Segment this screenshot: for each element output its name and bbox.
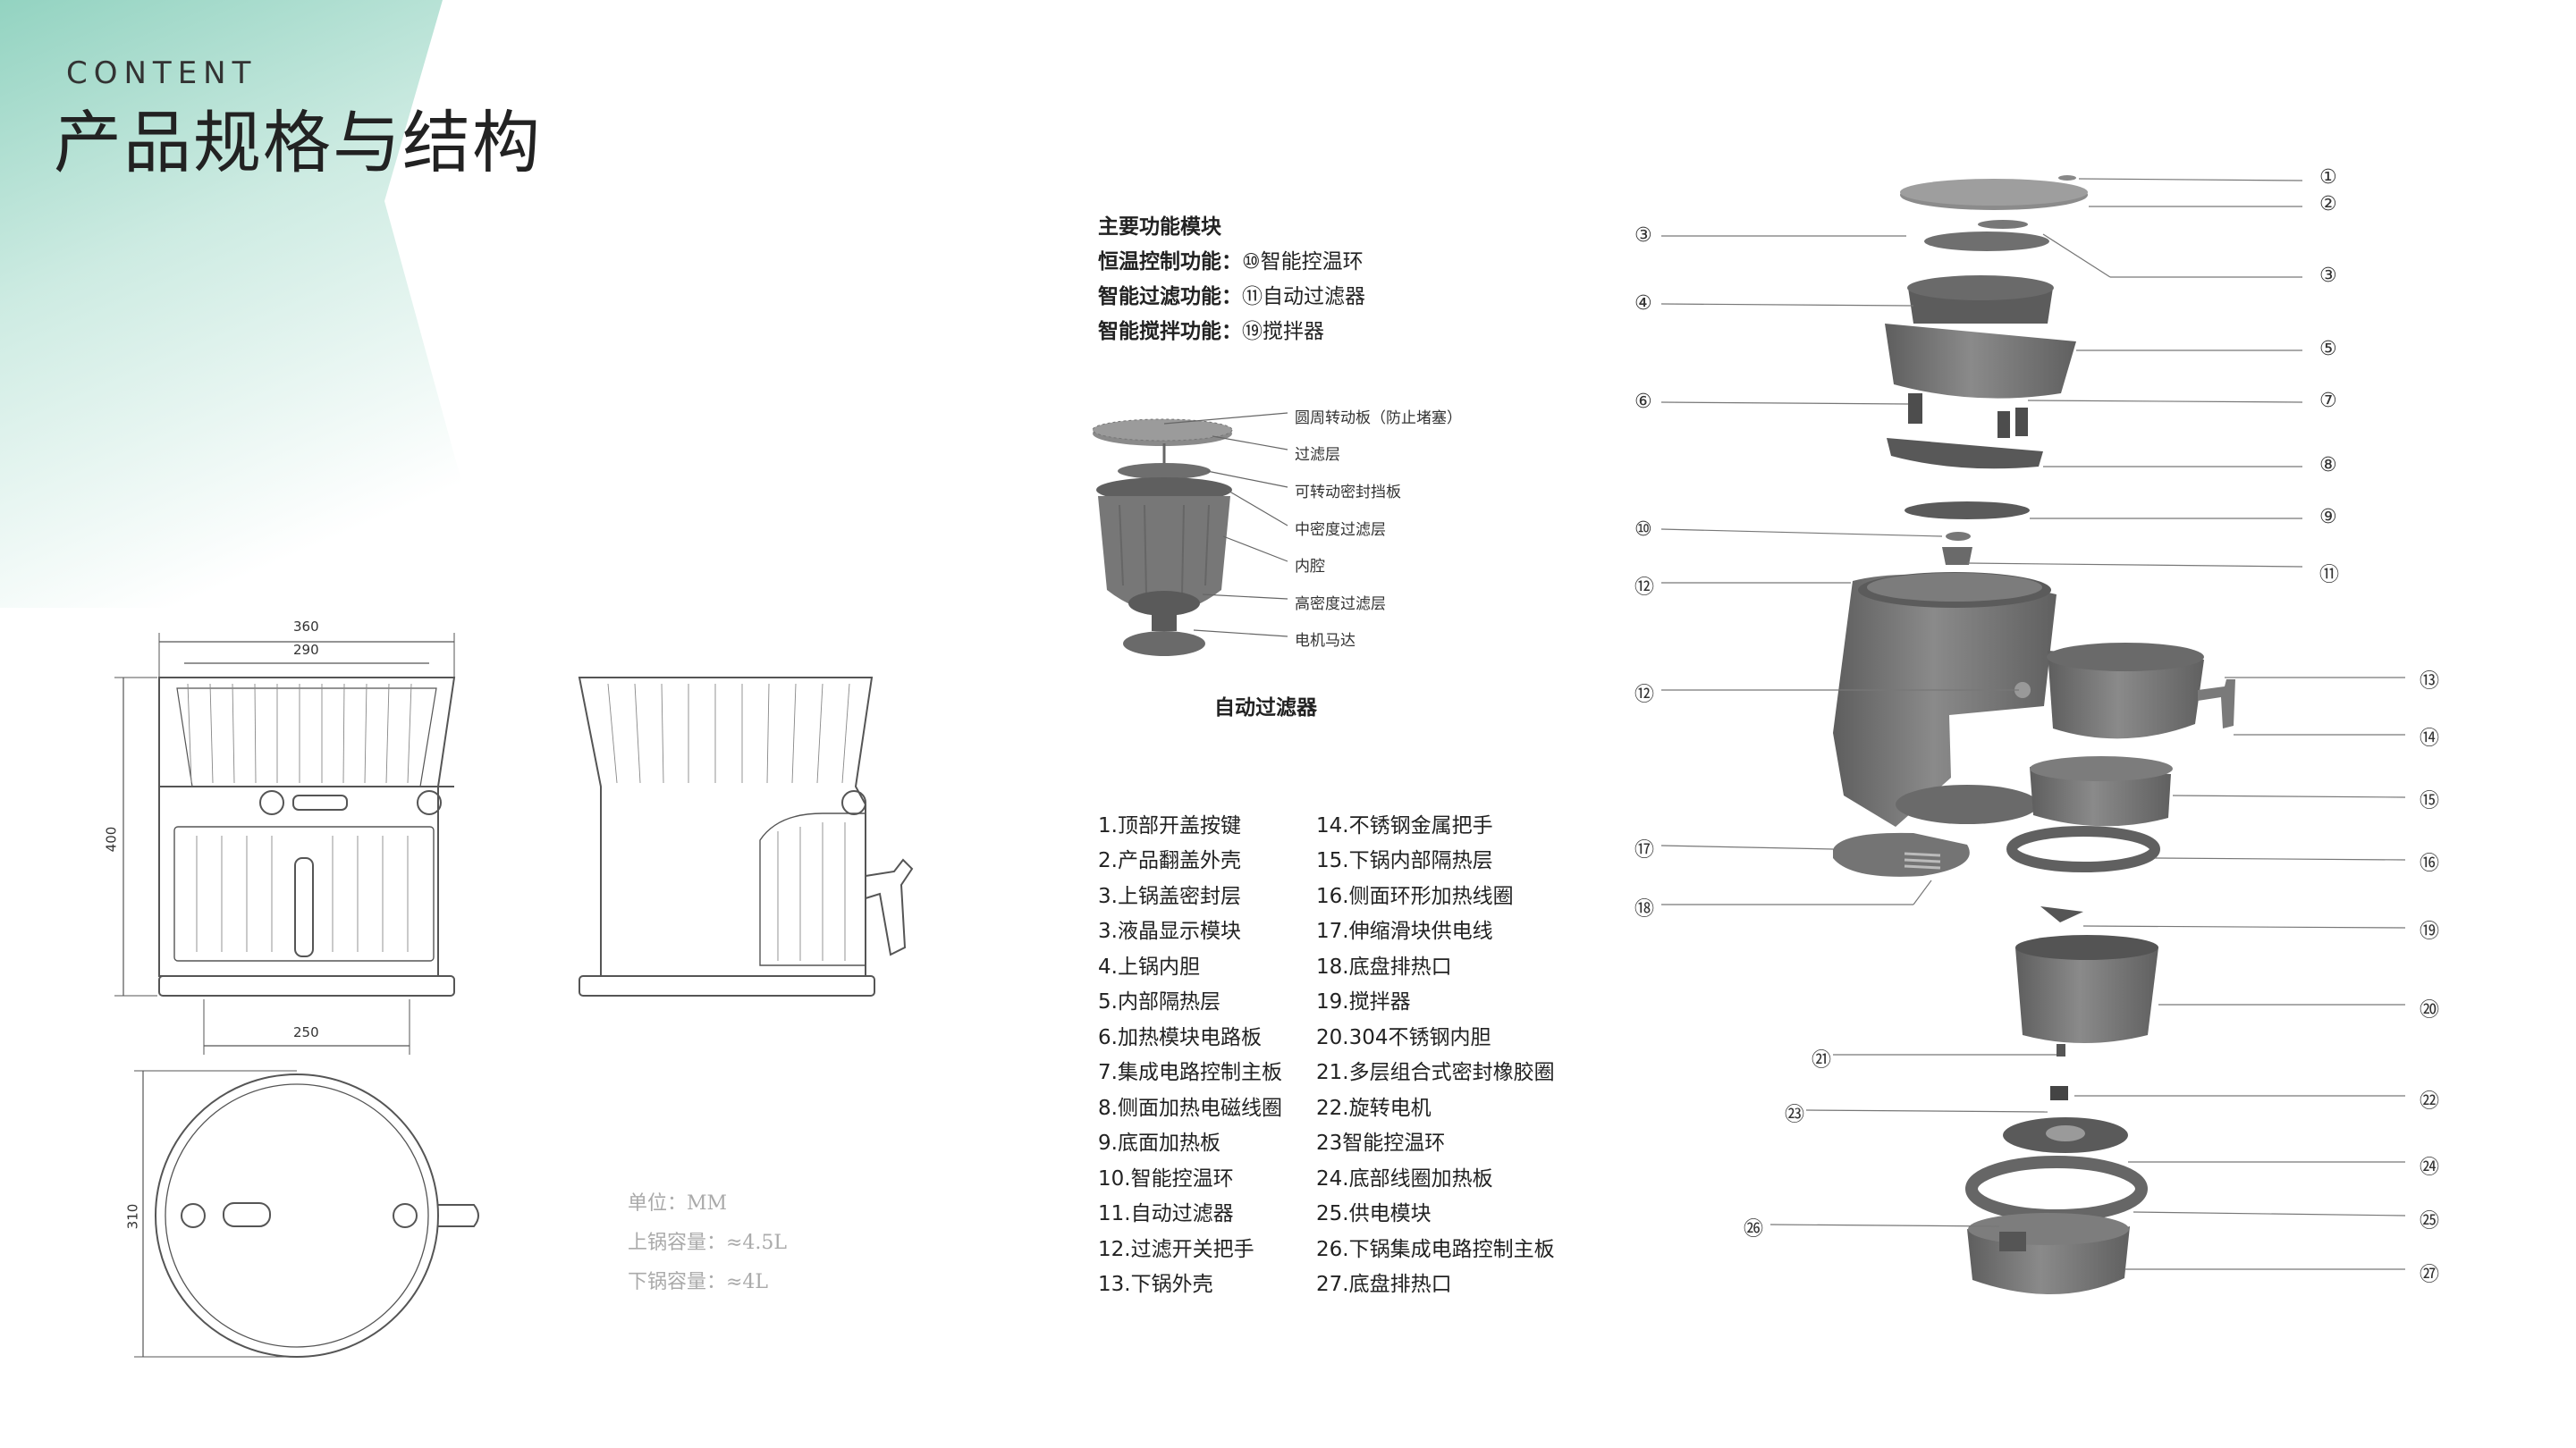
module-line-3: 智能搅拌功能：⑲搅拌器 bbox=[1098, 314, 1324, 344]
module-value: ⑲搅拌器 bbox=[1242, 320, 1324, 343]
side-view-drawing bbox=[578, 677, 914, 997]
filter-label-medium-density: 中密度过滤层 bbox=[1295, 521, 1386, 539]
parts-item: 6.加热模块电路板 bbox=[1098, 1026, 1262, 1049]
plan-view-drawing bbox=[134, 1070, 479, 1358]
module-value: ⑪自动过滤器 bbox=[1242, 285, 1365, 308]
callout-number: ㉑ bbox=[1812, 1049, 1832, 1072]
parts-item: 11.自动过滤器 bbox=[1098, 1202, 1234, 1225]
callout-number: ㉕ bbox=[2420, 1210, 2440, 1233]
callout-number: ⑧ bbox=[2319, 454, 2337, 476]
dimension-base-width: 250 bbox=[293, 1024, 319, 1040]
callout-leader-lines bbox=[1660, 178, 2406, 1270]
module-label: 恒温控制功能： bbox=[1098, 250, 1242, 274]
callout-number: ⑫ bbox=[1634, 684, 1655, 706]
parts-item: 23智能控温环 bbox=[1316, 1132, 1446, 1155]
filter-label-motor: 电机马达 bbox=[1295, 632, 1356, 650]
callout-number: ③ bbox=[1634, 224, 1652, 247]
callout-number: ㉗ bbox=[2420, 1264, 2440, 1286]
callout-number: ① bbox=[2319, 166, 2337, 189]
callout-number: ⑳ bbox=[2420, 999, 2440, 1022]
parts-item: 3.液晶显示模块 bbox=[1098, 920, 1241, 943]
parts-item: 18.底盘排热口 bbox=[1316, 956, 1452, 979]
section-eyebrow: CONTENT bbox=[66, 55, 258, 91]
parts-item: 13.下锅外壳 bbox=[1098, 1273, 1213, 1296]
callout-number: ㉒ bbox=[2420, 1090, 2440, 1113]
parts-item: 20.304不锈钢内胆 bbox=[1316, 1026, 1491, 1049]
filter-label-high-density: 高密度过滤层 bbox=[1295, 595, 1386, 613]
module-line-1: 恒温控制功能：⑩智能控温环 bbox=[1098, 244, 1364, 274]
filter-label-filter-layer: 过滤层 bbox=[1295, 446, 1340, 464]
callout-number: ⑥ bbox=[1634, 391, 1652, 413]
module-value: ⑩智能控温环 bbox=[1242, 250, 1364, 274]
parts-item: 10.智能控温环 bbox=[1098, 1167, 1234, 1191]
parts-item: 17.伸缩滑块供电线 bbox=[1316, 920, 1493, 943]
parts-item: 19.搅拌器 bbox=[1316, 990, 1411, 1014]
parts-item: 7.集成电路控制主板 bbox=[1098, 1061, 1282, 1084]
parts-item: 16.侧面环形加热线圈 bbox=[1316, 885, 1514, 908]
callout-number: ⑬ bbox=[2420, 670, 2440, 693]
parts-item: 24.底部线圈加热板 bbox=[1316, 1167, 1493, 1191]
parts-item: 12.过滤开关把手 bbox=[1098, 1238, 1254, 1261]
spec-lower-capacity: 下锅容量：≈4L bbox=[628, 1271, 769, 1293]
spec-upper-capacity: 上锅容量：≈4.5L bbox=[628, 1232, 788, 1254]
parts-item: 21.多层组合式密封橡胶圈 bbox=[1316, 1061, 1555, 1084]
parts-item: 8.侧面加热电磁线圈 bbox=[1098, 1097, 1282, 1120]
callout-number: ㉓ bbox=[1785, 1104, 1805, 1126]
dimension-inner-width: 290 bbox=[293, 642, 319, 658]
parts-item: 9.底面加热板 bbox=[1098, 1132, 1220, 1155]
callout-number: ⑰ bbox=[1634, 839, 1655, 862]
filter-caption: 自动过滤器 bbox=[1214, 696, 1317, 720]
callout-number: ⑤ bbox=[2319, 338, 2337, 360]
modules-title: 主要功能模块 bbox=[1098, 215, 1221, 239]
callout-number: ③ bbox=[2319, 265, 2337, 287]
parts-item: 3.上锅盖密封层 bbox=[1098, 885, 1241, 908]
parts-item: 26.下锅集成电路控制主板 bbox=[1316, 1238, 1555, 1261]
parts-item: 22.旋转电机 bbox=[1316, 1097, 1432, 1120]
filter-leader-lines bbox=[1163, 412, 1288, 637]
callout-number: ⑫ bbox=[1634, 577, 1655, 599]
callout-number: ⑯ bbox=[2420, 853, 2440, 875]
filter-label-rotating-plate: 圆周转动板（防止堵塞） bbox=[1295, 409, 1462, 427]
parts-item: 5.内部隔热层 bbox=[1098, 990, 1220, 1014]
spec-unit: 单位：MM bbox=[628, 1192, 728, 1215]
parts-item: 15.下锅内部隔热层 bbox=[1316, 849, 1493, 872]
callout-number: ⑪ bbox=[2319, 564, 2340, 586]
callout-number: ⑦ bbox=[2319, 390, 2337, 412]
parts-item: 27.底盘排热口 bbox=[1316, 1273, 1452, 1296]
callout-number: ④ bbox=[1634, 292, 1652, 315]
callout-number: ⑩ bbox=[1634, 518, 1652, 541]
module-label: 智能搅拌功能： bbox=[1098, 320, 1242, 343]
page-title: 产品规格与结构 bbox=[54, 103, 542, 182]
front-view-drawing bbox=[114, 633, 456, 1055]
parts-item: 2.产品翻盖外壳 bbox=[1098, 849, 1241, 872]
callout-number: ⑮ bbox=[2420, 790, 2440, 812]
parts-item: 1.顶部开盖按键 bbox=[1098, 814, 1241, 838]
callout-number: ② bbox=[2319, 193, 2337, 215]
module-label: 智能过滤功能： bbox=[1098, 285, 1242, 308]
filter-assembly bbox=[1092, 418, 1233, 656]
callout-number: ㉔ bbox=[2420, 1157, 2440, 1179]
filter-label-seal-baffle: 可转动密封挡板 bbox=[1295, 484, 1401, 501]
callout-number: ⑭ bbox=[2420, 728, 2440, 750]
callout-number: ⑱ bbox=[1634, 898, 1655, 921]
parts-item: 14.不锈钢金属把手 bbox=[1316, 814, 1493, 838]
callout-number: ⑨ bbox=[2319, 506, 2337, 528]
dimension-top-width: 360 bbox=[293, 619, 319, 635]
filter-label-inner-cavity: 内腔 bbox=[1295, 558, 1325, 576]
parts-item: 4.上锅内胆 bbox=[1098, 956, 1200, 979]
callout-number: ⑲ bbox=[2420, 921, 2440, 943]
module-line-2: 智能过滤功能：⑪自动过滤器 bbox=[1098, 279, 1365, 309]
parts-item: 25.供电模块 bbox=[1316, 1202, 1432, 1225]
callout-number: ㉖ bbox=[1744, 1218, 1764, 1241]
